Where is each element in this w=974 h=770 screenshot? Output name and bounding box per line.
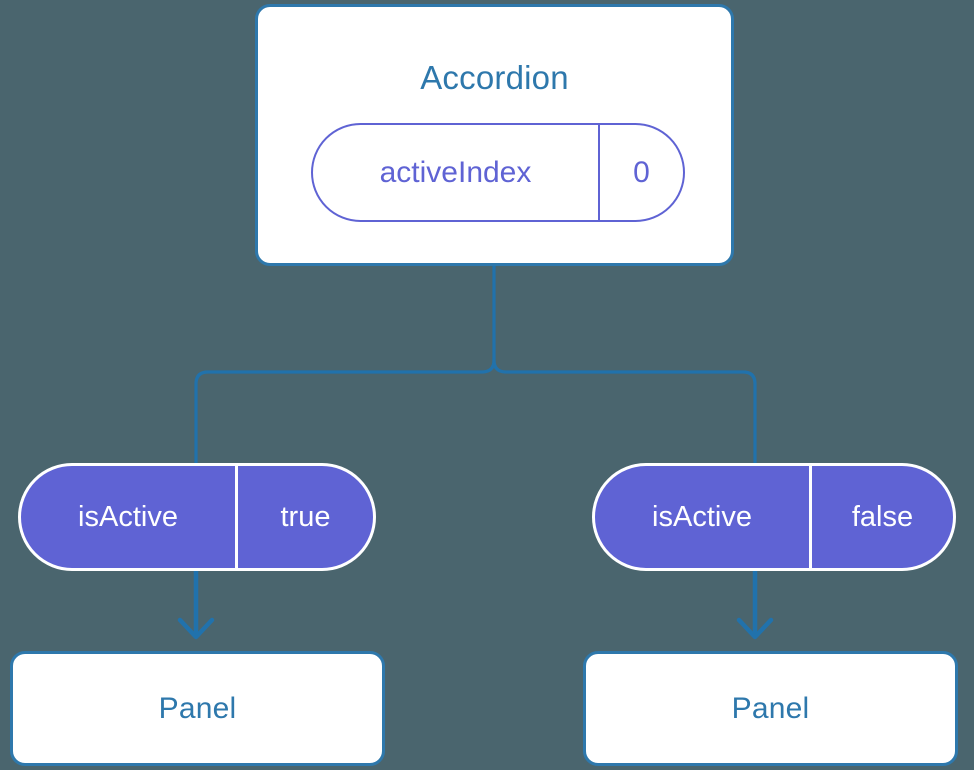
panel-title-right: Panel	[731, 691, 810, 725]
prop-pill-is-active-true-key: isActive	[78, 500, 178, 533]
state-pill-active-index-value: 0	[598, 125, 683, 220]
accordion-title: Accordion	[420, 59, 569, 96]
prop-pill-is-active-false[interactable]: isActive false	[592, 463, 956, 571]
arrow-right-pill-to-panel	[736, 571, 774, 640]
connector-branch-right	[492, 358, 757, 470]
prop-pill-is-active-false-key: isActive	[652, 500, 752, 533]
accordion-component-card[interactable]: Accordion activeIndex 0	[255, 4, 734, 266]
state-pill-active-index[interactable]: activeIndex 0	[311, 123, 685, 222]
panel-component-card-right[interactable]: Panel	[583, 651, 958, 766]
prop-pill-is-active-true[interactable]: isActive true	[18, 463, 376, 571]
state-pill-active-index-key: activeIndex	[379, 155, 532, 189]
panel-title-left: Panel	[158, 691, 237, 725]
prop-pill-is-active-false-value: false	[809, 466, 953, 568]
connector-trunk-split	[194, 264, 496, 470]
arrow-left-pill-to-panel	[177, 571, 215, 640]
panel-component-card-left[interactable]: Panel	[10, 651, 385, 766]
prop-pill-is-active-true-value: true	[235, 466, 373, 568]
